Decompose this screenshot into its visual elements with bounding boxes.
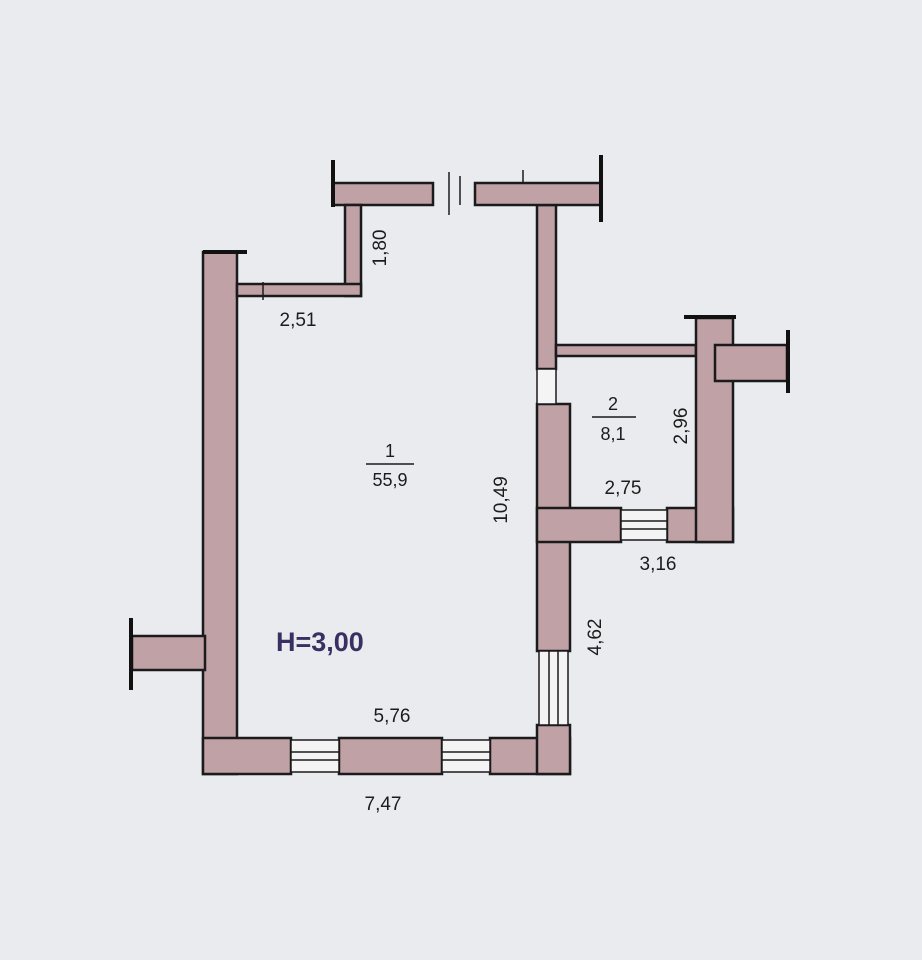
- dim-3-16: 3,16: [640, 554, 677, 575]
- wall-room2-bottom: [535, 506, 623, 544]
- wall-room2-top: [554, 343, 698, 358]
- wall-left: [201, 250, 239, 776]
- wall-bottom-left: [201, 736, 293, 776]
- dim-2-75: 2,75: [605, 478, 642, 499]
- window-room2: [620, 509, 668, 541]
- wall-right-lower: [535, 723, 572, 776]
- dim-5-76: 5,76: [374, 706, 411, 727]
- room-2-number: 2: [608, 394, 618, 414]
- room-1-area: 55,9: [372, 470, 407, 490]
- window-bottom-left: [290, 739, 340, 773]
- wall-notch-vertical: [343, 203, 363, 298]
- room-1-number: 1: [385, 441, 395, 461]
- wall-right-upper: [535, 203, 558, 371]
- ceiling-height-label: H=3,00: [276, 627, 364, 657]
- wall-top-left: [331, 181, 435, 207]
- wall-room2-right-stub: [713, 343, 789, 383]
- wall-notch-horizontal: [235, 282, 363, 298]
- door-opening-room2: [536, 368, 557, 405]
- wall-bottom-middle: [337, 736, 444, 776]
- dim-2-51: 2,51: [280, 310, 317, 331]
- dim-10-49: 10,49: [491, 476, 512, 524]
- dim-4-62: 4,62: [585, 619, 606, 656]
- room-2-area: 8,1: [600, 424, 625, 444]
- dim-2-96: 2,96: [671, 408, 692, 445]
- window-bottom-right: [441, 739, 491, 773]
- dim-7-47: 7,47: [365, 794, 402, 815]
- wall-top-right: [473, 181, 603, 207]
- dim-1-80: 1,80: [370, 230, 391, 267]
- window-right-wall: [538, 650, 569, 726]
- wall-left-stub: [130, 634, 207, 672]
